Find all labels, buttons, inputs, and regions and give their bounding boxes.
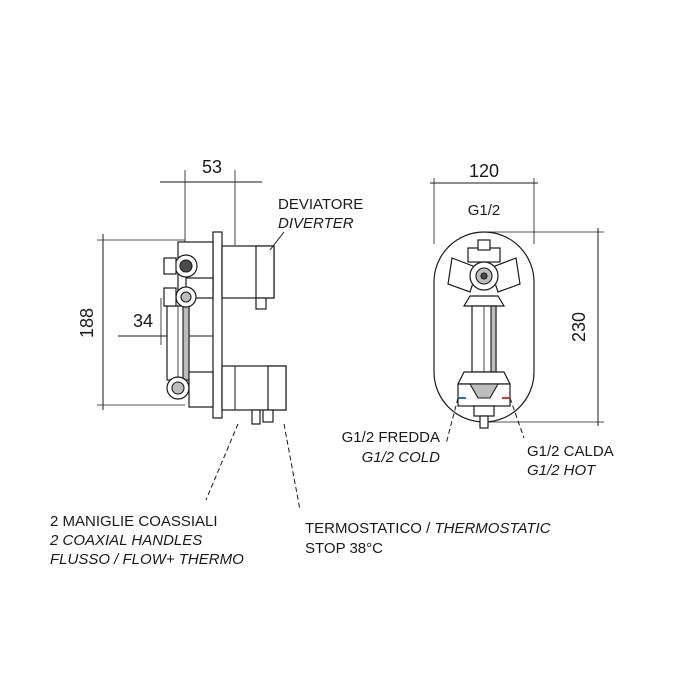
thermo-label-en: THERMOSTATIC [434,520,550,537]
handles-label-line3: FLUSSO / FLOW+ THERMO [50,551,244,568]
diverter-knob [221,245,275,310]
side-offset-value: 34 [133,311,153,331]
side-height-value: 188 [77,308,97,338]
side-view: 53 188 34 [77,157,363,511]
front-width-value: 120 [469,161,499,181]
thermo-label-line1: TERMOSTATICO / THERMOSTATIC [305,520,551,537]
thermo-label-it: TERMOSTATICO / [305,520,434,537]
dimension-front-height: 230 [484,228,604,426]
valve-body [163,241,214,408]
thermo-caption: TERMOSTATICO / THERMOSTATIC STOP 38°C [305,520,551,557]
hot-leader [509,397,525,439]
front-height-value: 230 [569,312,589,342]
diverter-label-it: DEVIATORE [278,196,363,213]
diverter-leader [269,231,285,251]
handles-caption: 2 MANIGLIE COASSIALI 2 COAXIAL HANDLES F… [49,513,244,568]
hot-label-it: G1/2 CALDA [527,443,614,460]
dimension-side-depth: 53 [160,157,262,245]
handles-label-line2: 2 COAXIAL HANDLES [49,532,202,549]
handles-label-line1: 2 MANIGLIE COASSIALI [50,513,218,530]
wall-plate [212,231,223,419]
connection-top-label: G1/2 [468,202,501,219]
coaxial-handles [221,365,287,425]
hot-label-en: G1/2 HOT [527,462,597,479]
thermo-stop-label: STOP 38°C [305,540,383,557]
valve-assembly-front [447,239,521,429]
dimension-front-width: 120 [430,161,538,244]
cold-label-en: G1/2 COLD [362,449,441,466]
side-depth-value: 53 [202,157,222,177]
diverter-label-en: DIVERTER [278,215,354,232]
front-view: 120 G1/2 230 [342,161,614,479]
thermo-leader [283,423,301,511]
cold-label-it: G1/2 FREDDA [342,429,440,446]
handles-leader [205,423,239,501]
dimension-side-height: 188 [77,234,185,410]
